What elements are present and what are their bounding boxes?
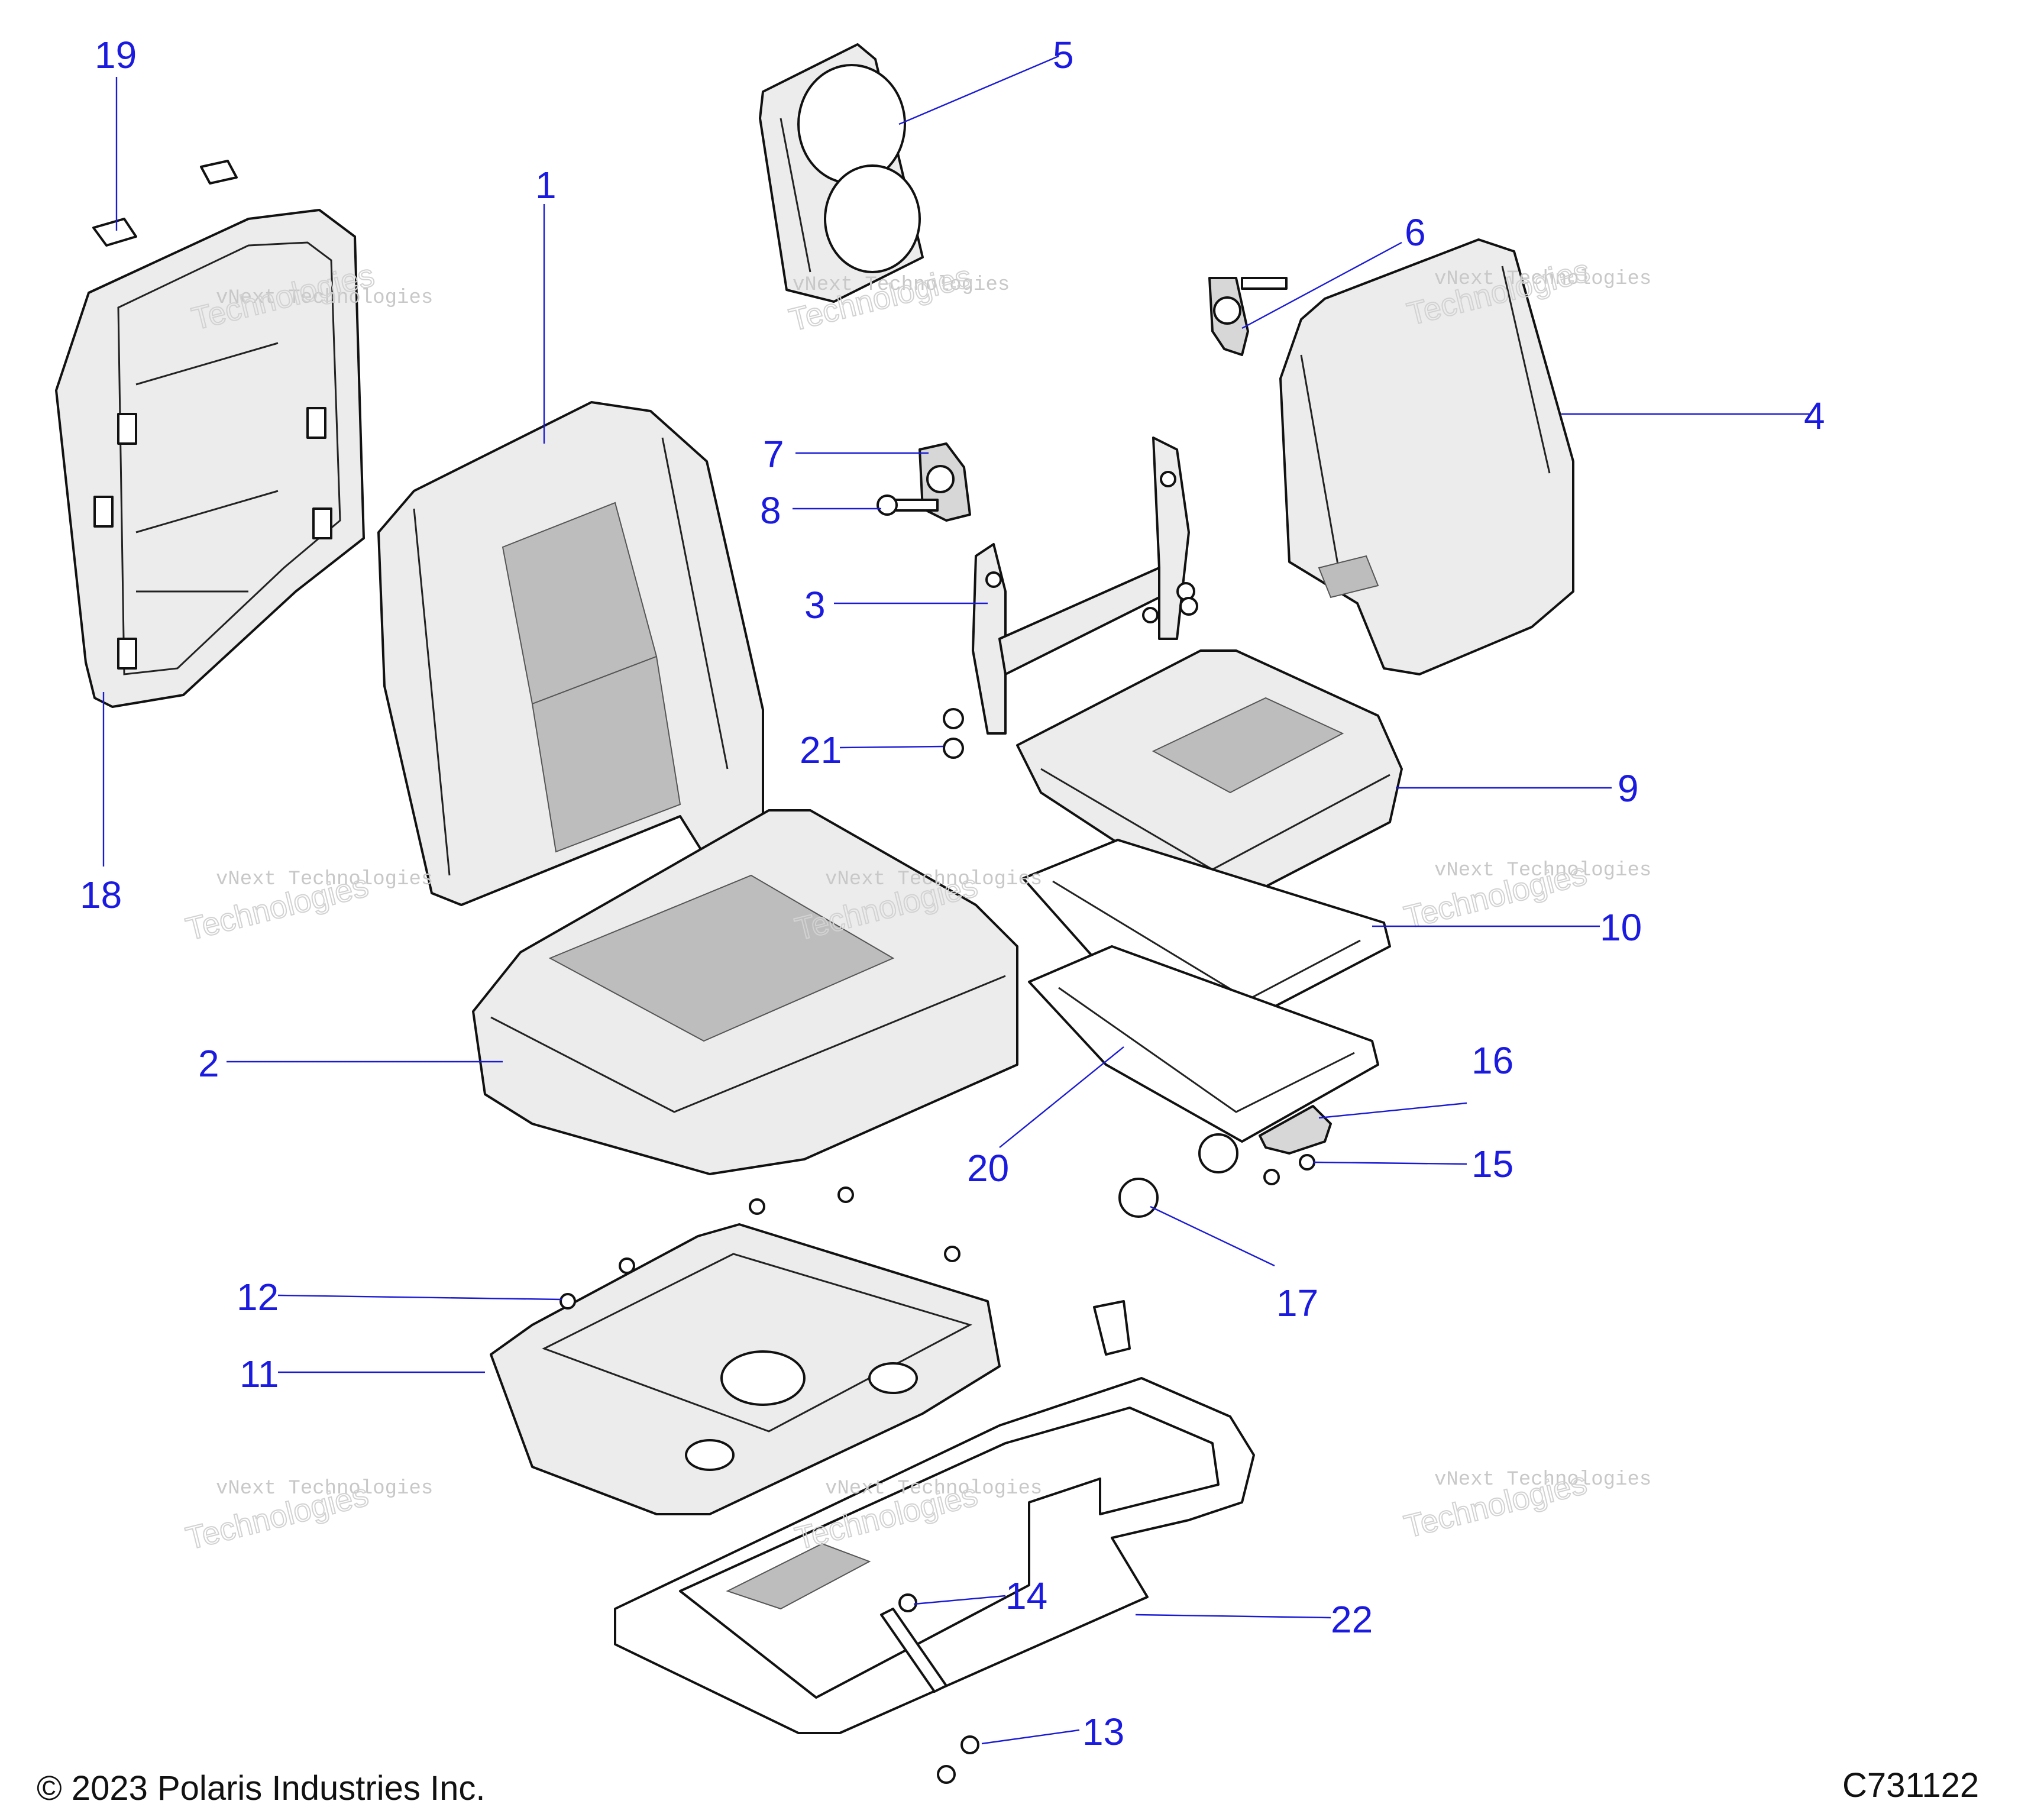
callout-9: 9 bbox=[1618, 767, 1639, 810]
diagram-code: C731122 bbox=[1842, 1766, 1980, 1805]
callout-19: 19 bbox=[95, 34, 137, 76]
callout-2: 2 bbox=[198, 1042, 219, 1085]
callout-10: 10 bbox=[1600, 906, 1642, 949]
part-3-frame-bracket bbox=[972, 437, 1198, 735]
part-20-seat-base bbox=[1028, 945, 1379, 1143]
callout-3: 3 bbox=[804, 584, 826, 626]
callout-11: 11 bbox=[240, 1353, 279, 1395]
callout-13: 13 bbox=[1082, 1711, 1124, 1753]
leader-lines bbox=[102, 55, 1810, 1745]
svg-text:vNext Technologies: vNext Technologies bbox=[1434, 1469, 1651, 1491]
svg-text:vNext Technologies: vNext Technologies bbox=[216, 287, 433, 309]
callout-16: 16 bbox=[1471, 1039, 1513, 1082]
callout-6: 6 bbox=[1405, 211, 1426, 254]
svg-text:vNext Technologies: vNext Technologies bbox=[1434, 268, 1651, 290]
callout-22: 22 bbox=[1331, 1598, 1373, 1641]
part-17-nuts bbox=[1118, 1133, 1238, 1218]
callout-15: 15 bbox=[1471, 1143, 1513, 1185]
part-1-back-cushion bbox=[377, 401, 764, 906]
svg-text:vNext Technologies: vNext Technologies bbox=[793, 274, 1010, 296]
callout-5: 5 bbox=[1053, 34, 1074, 76]
part-21-bolts bbox=[943, 708, 964, 759]
part-6-recliner bbox=[1208, 277, 1288, 356]
callout-18: 18 bbox=[80, 874, 122, 916]
part-8-bolt bbox=[877, 494, 939, 516]
callout-21: 21 bbox=[800, 729, 842, 771]
callout-17: 17 bbox=[1276, 1282, 1318, 1324]
part-14-gas-strut bbox=[880, 1593, 947, 1693]
callout-7: 7 bbox=[763, 433, 784, 476]
callout-14: 14 bbox=[1005, 1574, 1047, 1617]
part-13-bolts bbox=[937, 1735, 979, 1784]
callout-1: 1 bbox=[535, 164, 557, 206]
part-12-clips bbox=[559, 1186, 960, 1310]
callout-12: 12 bbox=[237, 1276, 279, 1318]
svg-text:vNext Technologies: vNext Technologies bbox=[1434, 859, 1651, 882]
svg-text:vNext Technologies: vNext Technologies bbox=[825, 1477, 1042, 1500]
part-2-seat-bottom bbox=[472, 809, 1018, 1175]
part-22-seat-frame bbox=[614, 1300, 1255, 1734]
svg-text:vNext Technologies: vNext Technologies bbox=[825, 868, 1042, 891]
part-19-caps bbox=[92, 160, 238, 247]
svg-text:vNext Technologies: vNext Technologies bbox=[216, 868, 433, 891]
part-5-pocket bbox=[759, 43, 924, 303]
callout-labels: 19 1 5 6 4 7 8 3 21 9 10 16 15 17 20 18 … bbox=[80, 34, 1825, 1753]
part-11-base-plate bbox=[490, 1223, 1001, 1515]
part-16-bracket bbox=[1259, 1105, 1332, 1155]
part-4-back-cover bbox=[1279, 238, 1574, 675]
svg-text:vNext Technologies: vNext Technologies bbox=[216, 1477, 433, 1500]
part-15-screws bbox=[1263, 1154, 1315, 1185]
callout-20: 20 bbox=[967, 1147, 1009, 1189]
copyright-text: © 2023 Polaris Industries Inc. bbox=[37, 1769, 486, 1808]
callout-8: 8 bbox=[760, 489, 781, 532]
part-18-back-panel bbox=[55, 209, 365, 708]
callout-4: 4 bbox=[1804, 395, 1825, 437]
